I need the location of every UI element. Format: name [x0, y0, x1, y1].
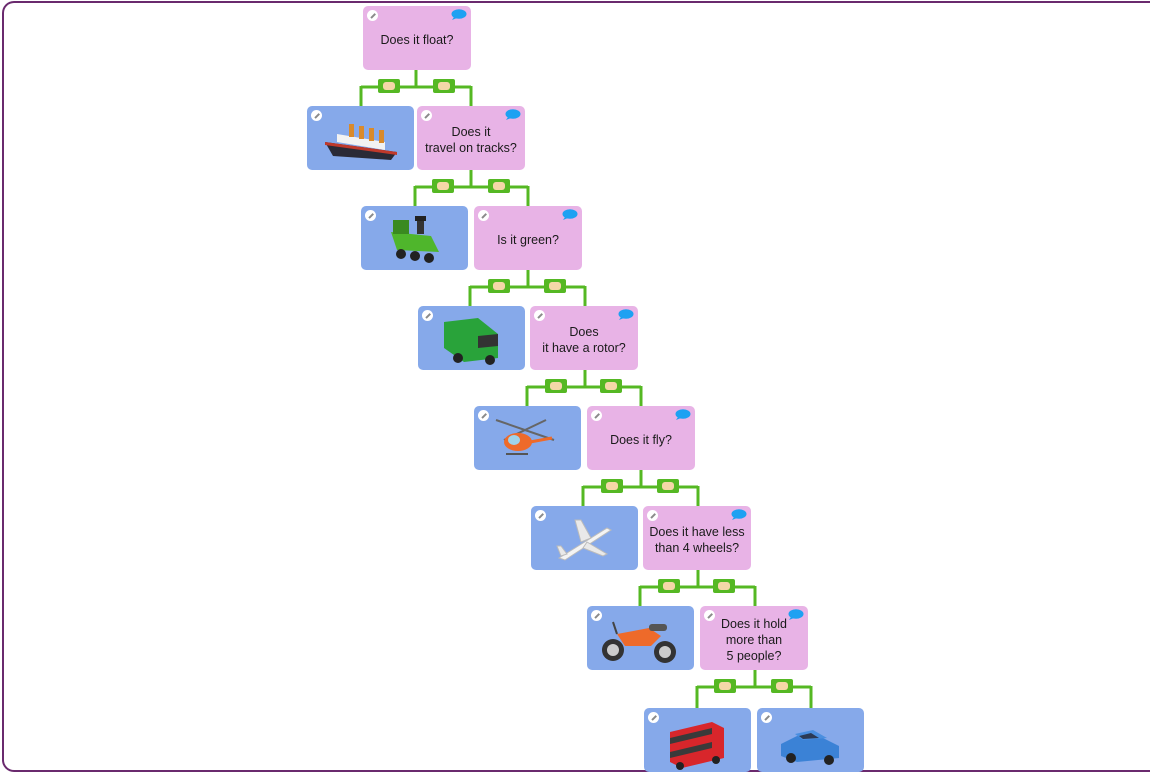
red-bus-icon — [670, 722, 724, 770]
speech-bubble-icon[interactable] — [505, 109, 521, 120]
question-text: Does it have less than 4 wheels? — [649, 525, 745, 555]
question-text: Is it green? — [497, 233, 559, 247]
thumbs-up-icon — [601, 479, 623, 493]
pencil-icon[interactable] — [704, 610, 715, 621]
answer-node-helicopter[interactable] — [474, 406, 581, 470]
pencil-icon[interactable] — [535, 510, 546, 521]
question-node-float[interactable]: Does it float? — [363, 6, 471, 70]
thumbs-up-icon — [432, 179, 454, 193]
pencil-icon[interactable] — [422, 310, 433, 321]
question-text: Does it have a rotor? — [542, 325, 626, 355]
thumbs-down-icon — [433, 79, 455, 93]
pencil-icon[interactable] — [367, 10, 378, 21]
pencil-icon[interactable] — [591, 610, 602, 621]
answer-node-ship[interactable] — [307, 106, 414, 170]
answer-node-bus[interactable] — [644, 708, 751, 772]
question-node-wheels[interactable]: Does it have less than 4 wheels? — [643, 506, 751, 570]
thumbs-down-icon — [771, 679, 793, 693]
thumbs-down-icon — [657, 479, 679, 493]
pencil-icon[interactable] — [311, 110, 322, 121]
answer-node-train[interactable] — [361, 206, 468, 270]
question-text: Does it float? — [380, 33, 454, 47]
pencil-icon[interactable] — [478, 210, 489, 221]
green-van-icon — [444, 318, 498, 365]
thumbs-up-icon — [658, 579, 680, 593]
question-node-tracks[interactable]: Does it travel on tracks? — [417, 106, 525, 170]
question-text: Does it fly? — [610, 433, 672, 447]
speech-bubble-icon[interactable] — [675, 409, 691, 420]
pencil-icon[interactable] — [421, 110, 432, 121]
pencil-icon[interactable] — [534, 310, 545, 321]
ship-icon — [325, 124, 397, 160]
speech-bubble-icon[interactable] — [731, 509, 747, 520]
speech-bubble-icon[interactable] — [618, 309, 634, 320]
pencil-icon[interactable] — [478, 410, 489, 421]
thumbs-up-icon — [488, 279, 510, 293]
pencil-icon[interactable] — [591, 410, 602, 421]
motorcycle-icon — [602, 621, 676, 663]
thumbs-down-icon — [544, 279, 566, 293]
helicopter-icon — [495, 419, 555, 455]
thumbs-up-icon — [545, 379, 567, 393]
question-node-fly[interactable]: Does it fly? — [587, 406, 695, 470]
speech-bubble-icon[interactable] — [788, 609, 804, 620]
question-text: Does it travel on tracks? — [425, 125, 517, 155]
thumbs-down-icon — [488, 179, 510, 193]
answer-node-car[interactable] — [757, 708, 864, 772]
answer-node-van[interactable] — [418, 306, 525, 370]
thumbs-up-icon — [714, 679, 736, 693]
speech-bubble-icon[interactable] — [451, 9, 467, 20]
airplane-icon — [556, 519, 613, 561]
pencil-icon[interactable] — [648, 712, 659, 723]
question-node-rotor[interactable]: Does it have a rotor? — [530, 306, 638, 370]
pencil-icon[interactable] — [761, 712, 772, 723]
thumbs-up-icon — [378, 79, 400, 93]
answer-node-motorcycle[interactable] — [587, 606, 694, 670]
question-node-people[interactable]: Does it hold more than 5 people? — [700, 606, 808, 670]
pencil-icon[interactable] — [365, 210, 376, 221]
thumbs-down-icon — [600, 379, 622, 393]
steam-train-icon — [391, 216, 439, 263]
blue-car-icon — [781, 730, 839, 765]
speech-bubble-icon[interactable] — [562, 209, 578, 220]
question-node-green[interactable]: Is it green? — [474, 206, 582, 270]
answer-node-airplane[interactable] — [531, 506, 638, 570]
question-text: Does it hold more than 5 people? — [720, 617, 787, 663]
pencil-icon[interactable] — [647, 510, 658, 521]
thumbs-down-icon — [713, 579, 735, 593]
